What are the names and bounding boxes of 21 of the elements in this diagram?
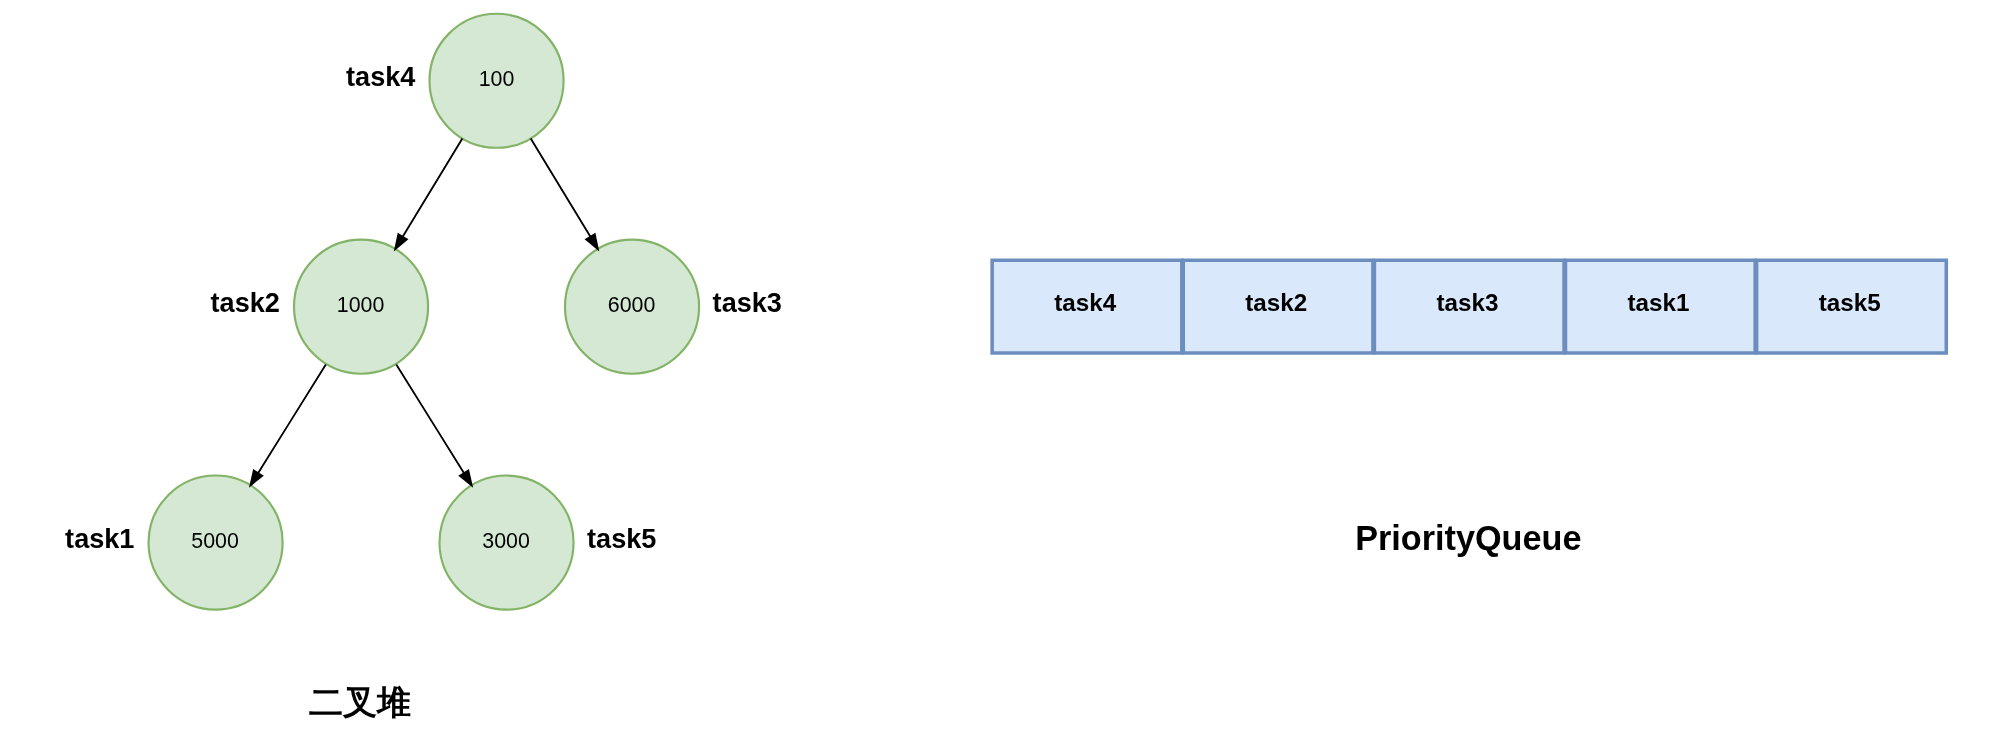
node-box: task4 [990, 258, 1184, 355]
node-label: task4 [346, 61, 416, 93]
node-box: task3 [1372, 258, 1566, 355]
node-circle: 6000 [563, 238, 701, 375]
node-label: task5 [587, 522, 657, 554]
label: 二叉堆 [309, 683, 411, 722]
node-label: task3 [712, 286, 782, 318]
node-label: task2 [210, 286, 280, 318]
node-circle: 100 [428, 12, 565, 149]
node-box: task2 [1181, 258, 1375, 355]
node-box: task5 [1754, 258, 1949, 355]
node-box: task1 [1563, 258, 1757, 355]
node-circle: 1000 [292, 238, 430, 375]
arrow [395, 363, 474, 488]
label: PriorityQueue [1355, 518, 1582, 557]
arrow [393, 137, 464, 252]
arrow [529, 137, 600, 252]
node-label: task1 [65, 522, 135, 554]
arrow [249, 363, 327, 488]
node-circle: 5000 [147, 474, 284, 611]
node-circle: 3000 [438, 474, 575, 611]
